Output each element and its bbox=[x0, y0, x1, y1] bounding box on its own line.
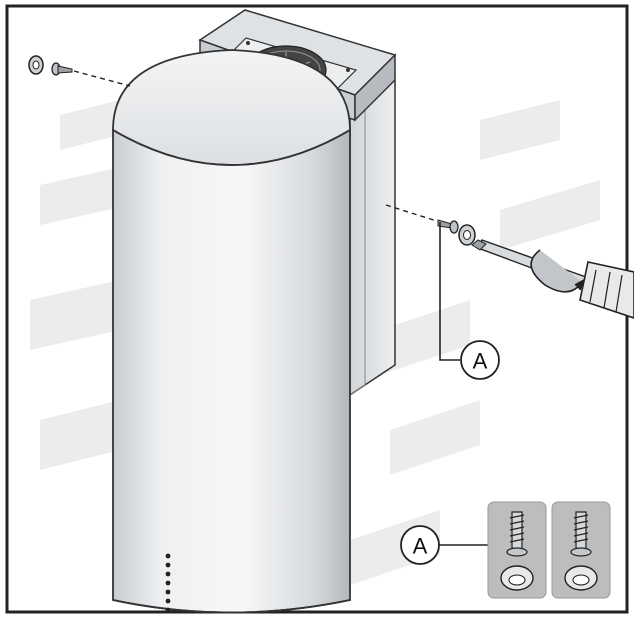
legend-screw-box-2 bbox=[551, 501, 611, 599]
screw-icon bbox=[51, 62, 73, 76]
screw-with-washer-icon bbox=[564, 511, 598, 591]
hood-body bbox=[112, 49, 351, 614]
callout-a-legend-label: A bbox=[413, 534, 428, 559]
rotation-arrow-icon bbox=[530, 249, 586, 293]
screw-icon bbox=[437, 219, 459, 234]
callout-a-wall-label: A bbox=[473, 349, 488, 374]
callout-a-legend: A bbox=[400, 525, 488, 565]
right-screw-assembly bbox=[385, 204, 634, 319]
callout-a-wall: A bbox=[439, 222, 500, 380]
control-buttons bbox=[165, 553, 171, 613]
back-mounting-plate bbox=[349, 79, 396, 397]
screw-with-washer-icon bbox=[500, 511, 534, 591]
wall-stripes bbox=[30, 95, 600, 585]
legend-screw-box-1 bbox=[487, 501, 547, 599]
top-left-screw-assembly bbox=[28, 55, 131, 87]
washer-icon bbox=[458, 224, 476, 246]
